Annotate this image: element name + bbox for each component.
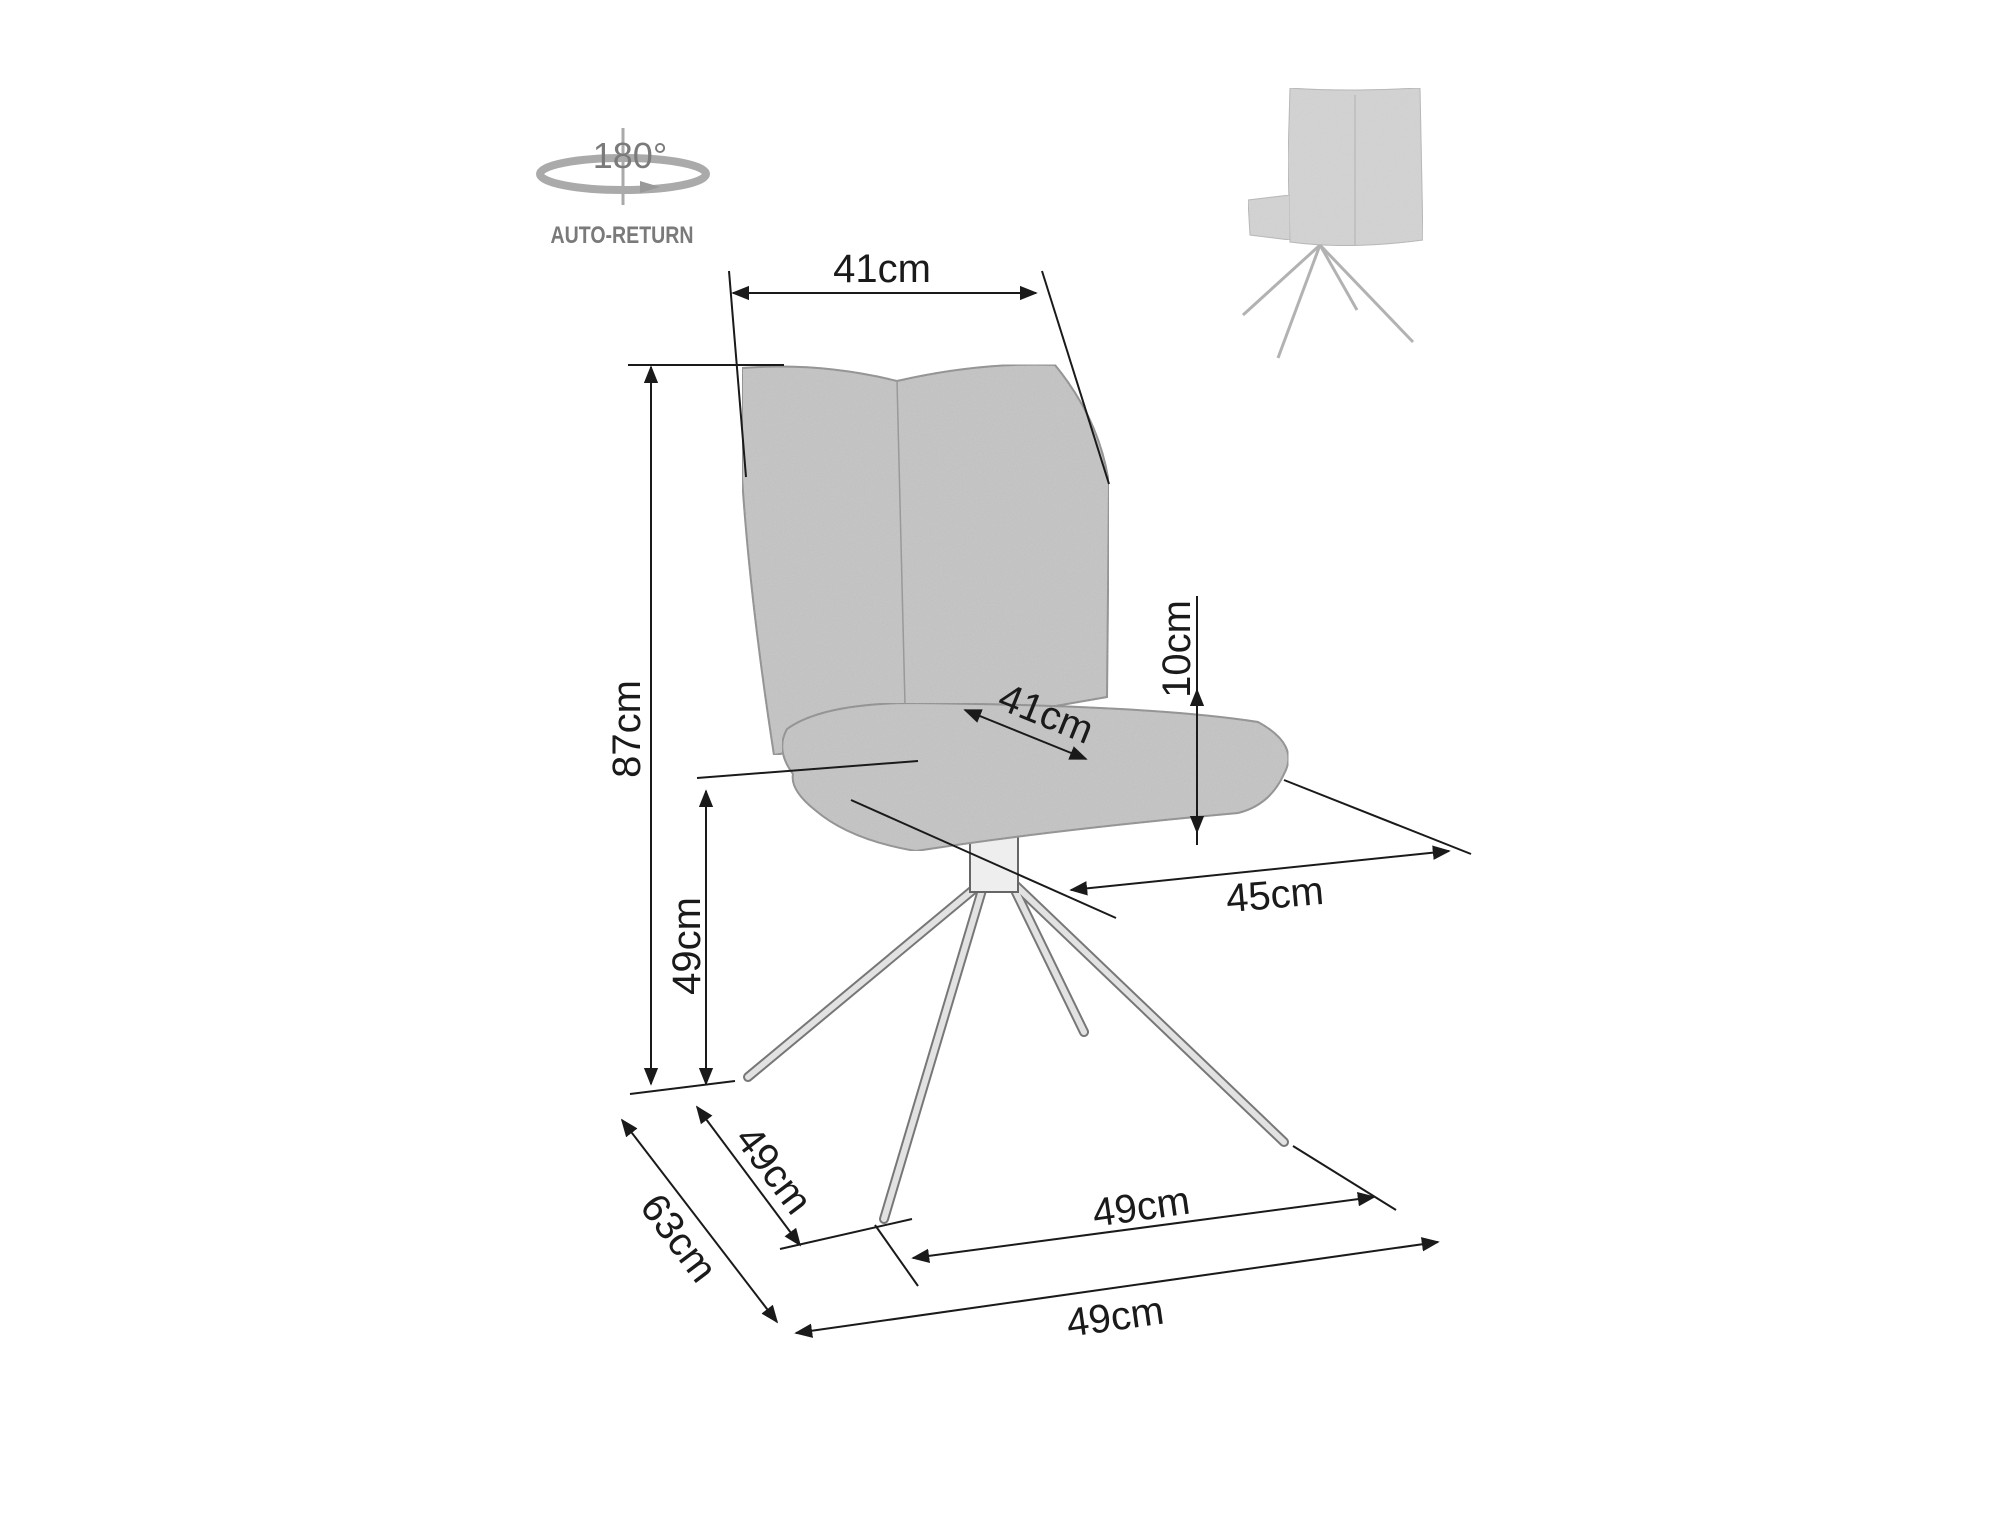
backrest-width-label: 41cm xyxy=(833,247,931,291)
base-width-label: 49cm xyxy=(1090,1179,1193,1236)
seat xyxy=(781,701,1290,853)
seat-depth-label: 45cm xyxy=(1224,869,1325,921)
swivel-stem xyxy=(969,831,1019,893)
backrest-above-seat-label: 10cm xyxy=(1155,600,1199,698)
chair-illustration xyxy=(741,363,1290,1224)
auto-return-label: AUTO-RETURN xyxy=(551,222,694,249)
chair-legs xyxy=(743,875,1289,1224)
dimension-lines xyxy=(620,270,1472,1338)
rotation-angle-label: 180° xyxy=(593,135,667,176)
total-depth-label: 63cm xyxy=(631,1186,725,1291)
rotation-180-icon: 180° AUTO-RETURN xyxy=(536,128,710,249)
total-width-label: 49cm xyxy=(1064,1289,1167,1346)
backrest xyxy=(741,363,1111,757)
total-height-label: 87cm xyxy=(605,680,649,778)
base-depth-label: 49cm xyxy=(726,1118,820,1223)
chair-back-thumbnail xyxy=(1241,87,1424,359)
seat-height-label: 49cm xyxy=(665,897,709,995)
